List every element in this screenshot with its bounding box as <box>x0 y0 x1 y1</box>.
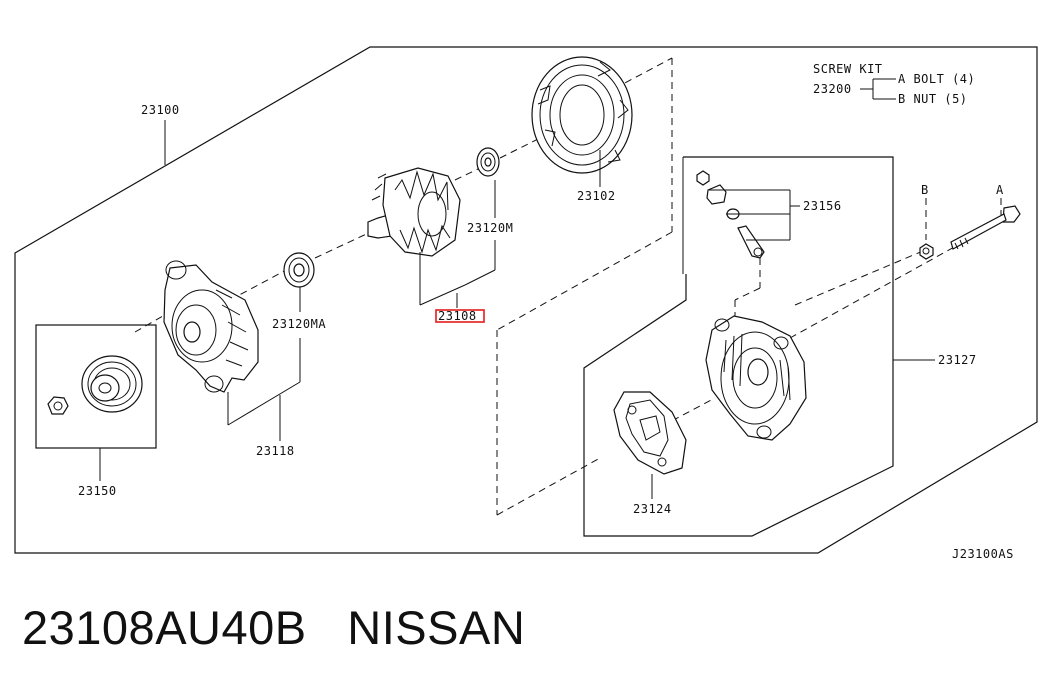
part-number-title: 23108AU40B NISSAN <box>22 601 526 654</box>
label-23108-highlight <box>435 309 485 323</box>
rotor-icon[interactable] <box>367 167 461 257</box>
callout-b: B <box>921 183 929 197</box>
regulator-icon[interactable] <box>613 391 687 475</box>
label-23124: 23124 <box>633 502 672 516</box>
bearing-rear-icon[interactable] <box>476 147 500 177</box>
pulley-panel <box>35 324 157 449</box>
label-23156: 23156 <box>803 199 842 213</box>
label-screw-kit: SCREW KIT <box>813 62 883 76</box>
bolt-icon[interactable] <box>950 205 1021 250</box>
label-kit-bolt: A BOLT (4) <box>898 72 975 86</box>
front-bracket-icon[interactable] <box>163 260 259 393</box>
leader-lines <box>99 78 935 499</box>
assembly-axes <box>134 57 1013 516</box>
assembly-outline <box>14 46 1038 554</box>
label-23108[interactable]: 23108 <box>438 309 477 323</box>
label-23127: 23127 <box>938 353 977 367</box>
label-23118: 23118 <box>256 444 295 458</box>
callout-a: A <box>996 183 1004 197</box>
bearing-front-icon[interactable] <box>283 252 315 288</box>
label-23102: 23102 <box>577 189 616 203</box>
diagram-ref-code: J23100AS <box>952 547 1014 561</box>
label-23200: 23200 <box>813 82 852 96</box>
rear-cover-panel <box>583 156 894 537</box>
label-23120ma: 23120MA <box>272 317 326 331</box>
label-kit-nut: B NUT (5) <box>898 92 968 106</box>
rear-cover-icon[interactable] <box>705 315 807 441</box>
nut-icon[interactable] <box>919 243 934 260</box>
pulley-icon[interactable] <box>47 355 143 415</box>
label-23150: 23150 <box>78 484 117 498</box>
label-23100: 23100 <box>141 103 180 117</box>
stator-icon[interactable] <box>531 56 633 174</box>
label-23120m: 23120M <box>467 221 513 235</box>
